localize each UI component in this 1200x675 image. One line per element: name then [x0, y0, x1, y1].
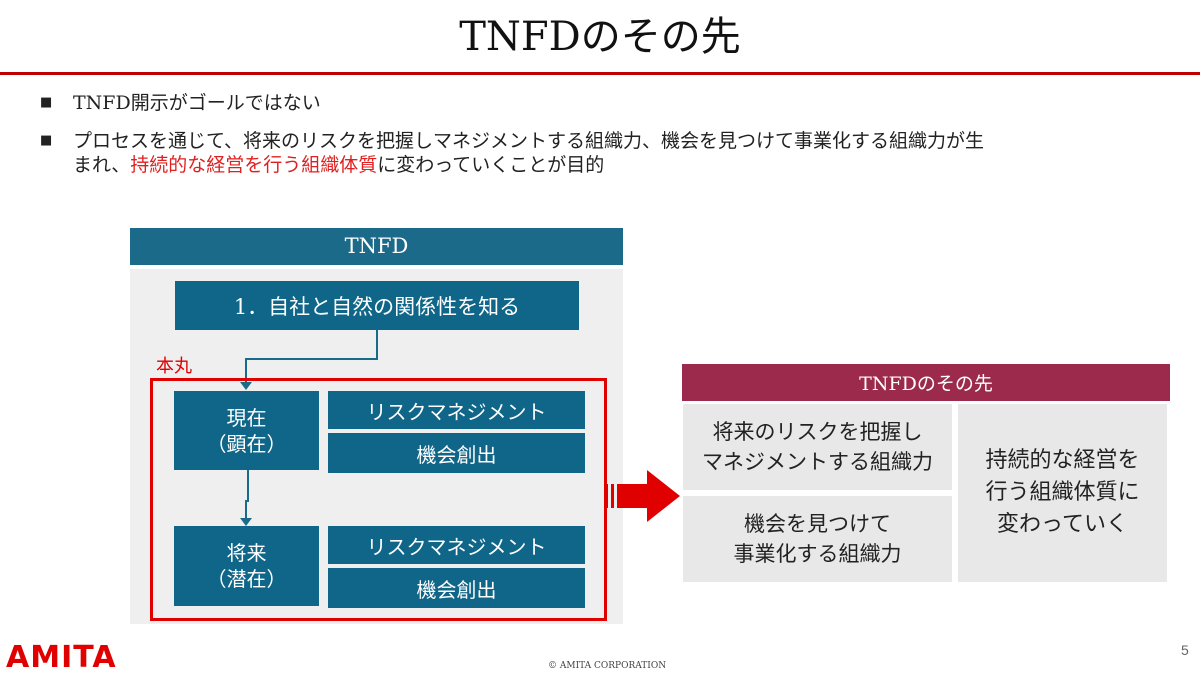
- box1-line2: マネジメントする組織力: [702, 450, 933, 474]
- sustainable-management-box: 持続的な経営を 行う組織体質に 変わっていく: [958, 404, 1167, 582]
- current-label: 現在: [226, 405, 267, 430]
- bullet-2: ■ プロセスを通じて、将来のリスクを把握しマネジメントする組織力、機会を見つけて…: [40, 129, 1190, 181]
- bullet-square-icon: ■: [40, 133, 53, 148]
- slide-title: TNFDのその先: [459, 14, 741, 60]
- tnfd-header: TNFD: [130, 228, 623, 265]
- future-label: 将来: [226, 541, 267, 565]
- company-logo: AMITA: [6, 640, 117, 675]
- current-box: 現在 （顕在）: [174, 391, 319, 470]
- right-arrow-icon: [605, 470, 680, 522]
- future-opportunity-box: 機会創出: [328, 568, 585, 608]
- beyond-header: TNFDのその先: [682, 364, 1170, 401]
- current-opportunity-box: 機会創出: [328, 433, 585, 473]
- current-risk-box: リスクマネジメント: [328, 391, 585, 429]
- page-number: 5: [1181, 642, 1189, 658]
- bullet-1-text: TNFD開示がゴールではない: [73, 92, 321, 114]
- future-box: 将来 （潜在）: [174, 526, 319, 606]
- box3-line2: 行う組織体質に: [985, 480, 1140, 505]
- future-sublabel: （潜在）: [206, 567, 287, 591]
- org-capability-risk-box: 将来のリスクを把握し マネジメントする組織力: [683, 404, 952, 490]
- step1-box: 1．自社と自然の関係性を知る: [175, 281, 579, 330]
- box3-line1: 持続的な経営を: [985, 448, 1140, 473]
- bullet-2-highlight: 持続的な経営を行う組織体質: [130, 154, 378, 176]
- box3-line3: 変わっていく: [997, 512, 1128, 537]
- bullet-2-line1: プロセスを通じて、将来のリスクを把握しマネジメントする組織力、機会を見つけて事業…: [73, 130, 985, 152]
- bullet-2-line2-pre: まれ、: [73, 154, 131, 176]
- connector-step1-to-current: [245, 330, 378, 383]
- arrowhead-down-icon: [240, 382, 252, 390]
- box2-line1: 機会を見つけて: [744, 512, 891, 536]
- title-divider: [0, 72, 1200, 75]
- flow-connectors: [240, 330, 378, 526]
- connector-current-to-future: [245, 469, 249, 519]
- current-sublabel: （顕在）: [206, 431, 287, 456]
- bullet-2-line2-post: に変わっていくことが目的: [377, 154, 605, 176]
- bullet-square-icon: ■: [40, 95, 53, 110]
- arrowhead-down-icon: [240, 518, 252, 526]
- future-risk-box: リスクマネジメント: [328, 526, 585, 564]
- copyright-text: © AMITA CORPORATION: [548, 661, 667, 671]
- org-capability-opportunity-box: 機会を見つけて 事業化する組織力: [683, 496, 952, 582]
- bullet-2-line2: まれ、持続的な経営を行う組織体質に変わっていくことが目的: [73, 153, 1193, 177]
- bullet-1: ■ TNFD開示がゴールではない: [40, 91, 1180, 115]
- box2-line2: 事業化する組織力: [733, 542, 902, 566]
- box1-line1: 将来のリスクを把握し: [712, 420, 923, 444]
- honmaru-label: 本丸: [156, 356, 192, 377]
